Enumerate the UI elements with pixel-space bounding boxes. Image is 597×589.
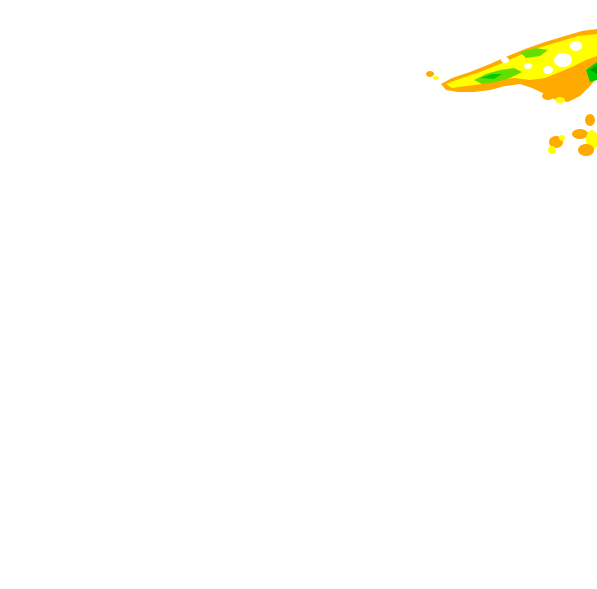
precip-speck-5	[585, 114, 595, 126]
precip-gap-1	[554, 53, 572, 67]
precip-core-green-dark	[590, 66, 597, 74]
precip-speck-4	[555, 97, 565, 103]
precip-band-yellow	[446, 34, 597, 88]
precip-speck-2	[433, 76, 439, 80]
precip-speck-10	[578, 144, 594, 156]
precip-gap-3	[543, 66, 553, 74]
precip-speck-9	[548, 146, 556, 154]
precip-gap-4	[524, 63, 532, 69]
precip-speck-3	[542, 92, 554, 100]
precip-core-green-light-2	[520, 48, 548, 58]
precip-speck-11	[559, 135, 565, 141]
precip-gap-2	[570, 41, 582, 51]
precip-speck-1	[426, 71, 434, 77]
precip-speck-6	[572, 129, 588, 139]
precip-core-green-edge	[586, 62, 597, 82]
precip-core-green	[480, 74, 502, 79]
precip-gap-5	[501, 57, 509, 63]
